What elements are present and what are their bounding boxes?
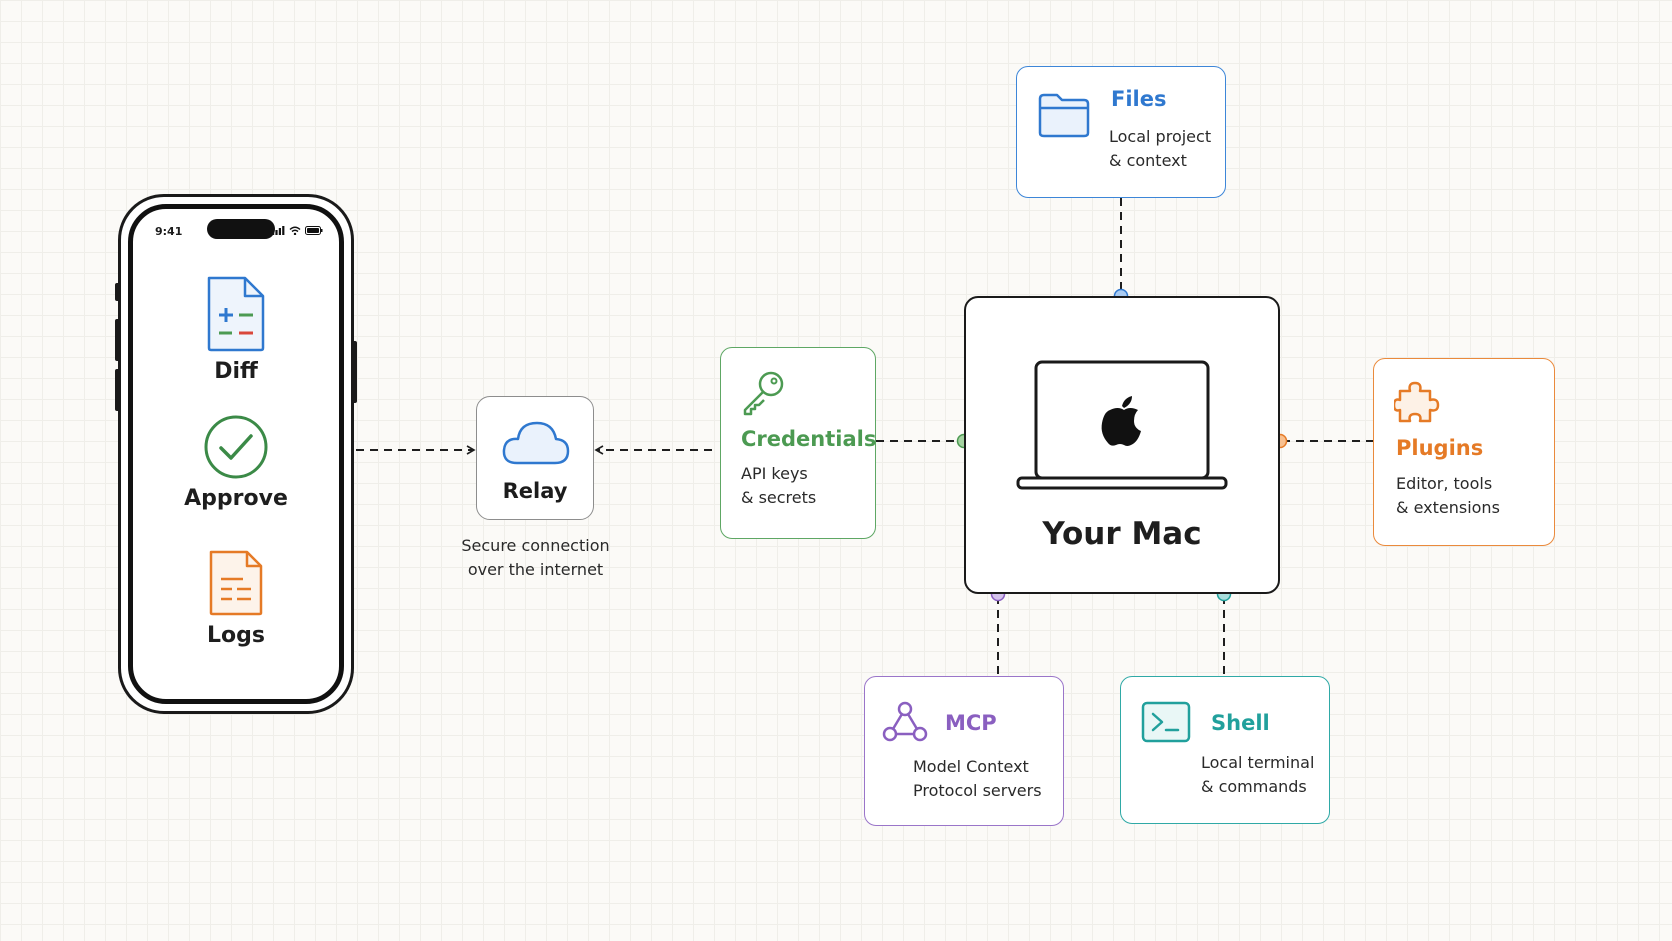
- logs-item[interactable]: Logs: [133, 549, 339, 648]
- shell-desc: Local terminal & commands: [1201, 751, 1314, 799]
- files-node[interactable]: Files Local project & context: [1016, 66, 1226, 198]
- files-desc-line2: & context: [1109, 151, 1187, 170]
- shell-node[interactable]: Shell Local terminal & commands: [1120, 676, 1330, 824]
- signal-icon: [272, 226, 285, 235]
- mac-node[interactable]: Your Mac: [964, 296, 1280, 594]
- approve-label: Approve: [184, 486, 288, 511]
- diff-document-icon: [207, 276, 265, 352]
- mcp-desc-line2: Protocol servers: [913, 781, 1042, 800]
- logs-label: Logs: [207, 623, 265, 648]
- key-icon: [743, 371, 784, 416]
- battery-icon: [305, 226, 323, 235]
- puzzle-icon: [1394, 381, 1440, 423]
- network-graph-icon: [882, 701, 928, 742]
- shell-title: Shell: [1211, 711, 1270, 735]
- phone-volume-down-button: [115, 369, 120, 411]
- relay-caption-line1: Secure connection: [461, 536, 610, 555]
- mcp-title: MCP: [945, 711, 997, 735]
- check-circle-icon: [204, 415, 268, 479]
- credentials-desc-line2: & secrets: [741, 488, 817, 507]
- mcp-desc-line1: Model Context: [913, 757, 1029, 776]
- credentials-node[interactable]: Credentials API keys & secrets: [720, 347, 876, 539]
- phone-volume-up-button: [115, 319, 120, 361]
- laptop-apple-icon: [1016, 360, 1228, 490]
- credentials-title: Credentials: [741, 427, 877, 451]
- plugins-desc-line2: & extensions: [1396, 498, 1500, 517]
- mac-label: Your Mac: [1042, 516, 1202, 552]
- status-icons: [272, 226, 323, 235]
- phone-device: 9:41: [115, 194, 357, 714]
- log-document-icon: [209, 550, 263, 616]
- plugins-node[interactable]: Plugins Editor, tools & extensions: [1373, 358, 1555, 546]
- approve-item[interactable]: Approve: [133, 414, 339, 511]
- credentials-desc: API keys & secrets: [741, 462, 816, 510]
- shell-desc-line2: & commands: [1201, 777, 1307, 796]
- shell-desc-line1: Local terminal: [1201, 753, 1315, 772]
- dynamic-island: [207, 219, 275, 239]
- relay-caption: Secure connection over the internet: [438, 534, 633, 582]
- files-desc-line1: Local project: [1109, 127, 1212, 146]
- mcp-node[interactable]: MCP Model Context Protocol servers: [864, 676, 1064, 826]
- relay-caption-line2: over the internet: [467, 560, 604, 579]
- phone-side-button: [115, 283, 120, 301]
- diff-item[interactable]: Diff: [133, 275, 339, 384]
- relay-node[interactable]: Relay: [476, 396, 594, 520]
- plugins-title: Plugins: [1396, 436, 1484, 460]
- wifi-icon: [289, 226, 301, 235]
- folder-icon: [1038, 93, 1090, 138]
- terminal-icon: [1141, 701, 1191, 743]
- phone-screen: 9:41: [128, 204, 344, 704]
- files-desc: Local project & context: [1109, 125, 1211, 173]
- plugins-desc: Editor, tools & extensions: [1396, 472, 1500, 520]
- phone-power-button: [352, 341, 357, 403]
- plugins-desc-line1: Editor, tools: [1396, 474, 1493, 493]
- cloud-icon: [502, 421, 570, 465]
- files-title: Files: [1111, 87, 1167, 111]
- mcp-desc: Model Context Protocol servers: [913, 755, 1042, 803]
- relay-label: Relay: [502, 479, 568, 503]
- credentials-desc-line1: API keys: [741, 464, 808, 483]
- status-time: 9:41: [155, 225, 183, 238]
- diff-label: Diff: [214, 359, 258, 384]
